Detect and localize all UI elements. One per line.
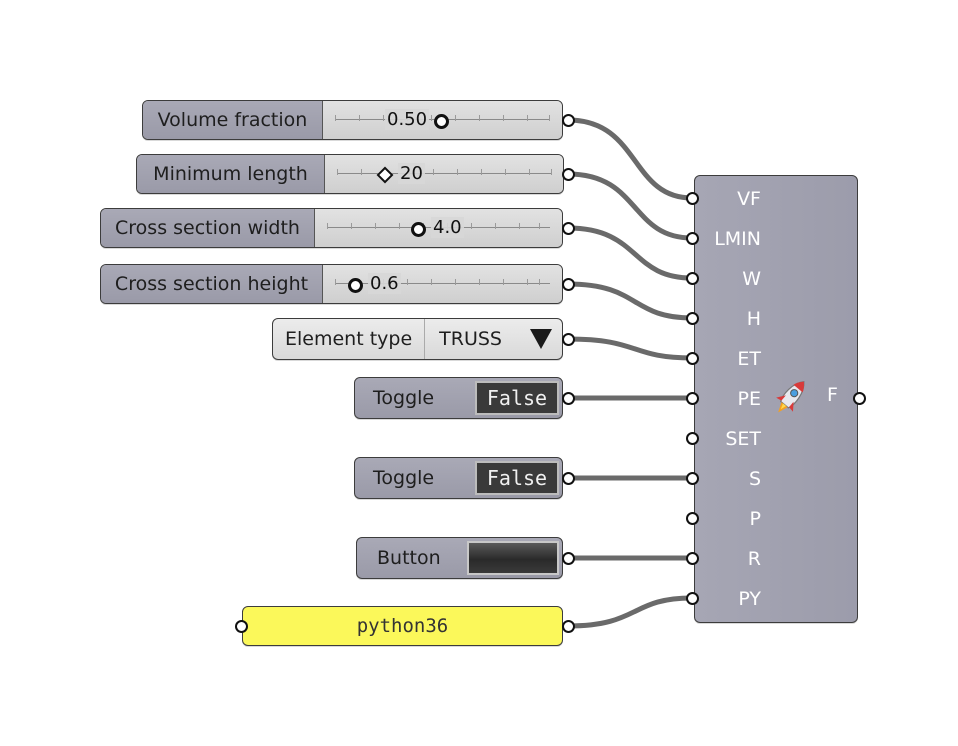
slider-label: Volume fraction [143, 101, 323, 139]
wire-w [565, 225, 695, 281]
input-port-py[interactable] [686, 592, 699, 605]
input-r[interactable]: R [747, 548, 761, 570]
input-et[interactable]: ET [737, 348, 761, 370]
output-port[interactable] [562, 168, 575, 181]
toggle-pe[interactable]: Toggle False [354, 377, 563, 419]
slider-knob[interactable] [434, 114, 449, 129]
dropdown-arrow-icon[interactable] [530, 329, 552, 349]
input-set[interactable]: SET [725, 428, 761, 450]
input-vf[interactable]: VF [737, 188, 761, 210]
main-component[interactable]: VF LMIN W H ET PE SET S P R PY F [694, 175, 858, 623]
wire-et [565, 336, 695, 361]
output-port[interactable] [562, 333, 575, 346]
slider-label: Cross section width [101, 209, 315, 247]
cross-section-height-slider[interactable]: Cross section height 0.6 [100, 264, 563, 304]
input-port-r[interactable] [686, 552, 699, 565]
input-port[interactable] [235, 620, 248, 633]
input-port-pe[interactable] [686, 392, 699, 405]
output-port[interactable] [562, 392, 575, 405]
output-port[interactable] [562, 472, 575, 485]
slider-rail [337, 169, 552, 175]
output-f[interactable]: F [827, 384, 838, 406]
input-port-s[interactable] [686, 472, 699, 485]
input-h[interactable]: H [746, 308, 761, 330]
slider-track[interactable]: 20 [325, 155, 563, 193]
slider-knob[interactable] [348, 278, 363, 293]
output-port[interactable] [562, 552, 575, 565]
slider-value: 0.50 [385, 109, 430, 130]
rocket-icon [776, 381, 805, 413]
output-port[interactable] [562, 278, 575, 291]
slider-knob[interactable] [411, 222, 426, 237]
toggle-label: Toggle [373, 467, 435, 489]
wire-vf [565, 117, 695, 201]
output-port[interactable] [562, 222, 575, 235]
button-r[interactable]: Button [356, 537, 563, 579]
element-type-value-list[interactable]: Element type TRUSS [272, 318, 563, 360]
input-port-lmin[interactable] [686, 232, 699, 245]
input-port-set[interactable] [686, 432, 699, 445]
wire-py [565, 595, 695, 629]
cross-section-width-slider[interactable]: Cross section width 4.0 [100, 208, 563, 248]
input-port-p[interactable] [686, 512, 699, 525]
slider-track[interactable]: 0.6 [323, 265, 562, 303]
slider-label: Minimum length [137, 155, 325, 193]
value-list-selected[interactable]: TRUSS [439, 328, 502, 350]
slider-track[interactable]: 4.0 [315, 209, 562, 247]
input-lmin[interactable]: LMIN [714, 228, 761, 250]
python-panel[interactable]: python36 [242, 606, 563, 646]
toggle-value[interactable]: False [475, 461, 559, 495]
output-port[interactable] [562, 114, 575, 127]
input-port-et[interactable] [686, 352, 699, 365]
input-p[interactable]: P [749, 508, 761, 530]
button-label: Button [377, 547, 441, 569]
input-py[interactable]: PY [738, 588, 761, 610]
slider-value: 4.0 [431, 217, 464, 238]
toggle-label: Toggle [373, 387, 435, 409]
button-face[interactable] [467, 541, 559, 575]
wire-h [565, 281, 695, 321]
slider-knob[interactable] [376, 166, 394, 184]
slider-track[interactable]: 0.50 [323, 101, 562, 139]
wire-lmin [565, 171, 695, 241]
input-port-vf[interactable] [686, 192, 699, 205]
slider-value: 20 [398, 163, 425, 184]
input-port-w[interactable] [686, 272, 699, 285]
volume-fraction-slider[interactable]: Volume fraction 0.50 [142, 100, 563, 140]
panel-text: python36 [356, 615, 449, 637]
slider-value: 0.6 [368, 273, 401, 294]
value-list-label: Element type [273, 319, 426, 359]
input-s[interactable]: S [748, 468, 761, 490]
input-pe[interactable]: PE [737, 388, 761, 410]
input-port-h[interactable] [686, 312, 699, 325]
output-port-f[interactable] [853, 392, 866, 405]
toggle-s[interactable]: Toggle False [354, 457, 563, 499]
output-port[interactable] [562, 620, 575, 633]
slider-label: Cross section height [101, 265, 323, 303]
minimum-length-slider[interactable]: Minimum length 20 [136, 154, 564, 194]
toggle-value[interactable]: False [475, 381, 559, 415]
input-w[interactable]: W [742, 268, 761, 290]
